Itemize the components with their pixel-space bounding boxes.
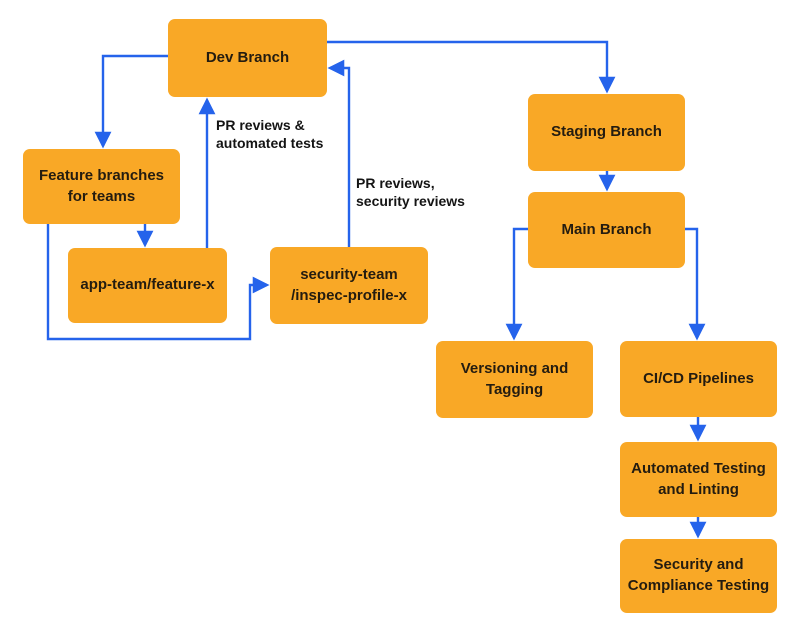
node-app-team-feature-x-label: app-team/feature-x — [80, 276, 215, 294]
node-security-compliance-testing-label: Security and Compliance Testing — [627, 556, 770, 594]
node-versioning-tagging-label: Versioning and Tagging — [460, 359, 569, 398]
node-security-team-inspec-profile-x-label: security-team /inspec-profile-x — [291, 265, 407, 304]
edge-dev-to-feature-arrow — [94, 54, 168, 149]
edge-security-to-dev-arrow — [327, 59, 351, 247]
node-security-compliance-testing: Security and Compliance Testing — [620, 539, 777, 613]
node-automated-testing-linting: Automated Testing and Linting — [620, 442, 777, 517]
node-dev-branch-label: Dev Branch — [205, 48, 290, 66]
node-dev-branch: Dev Branch — [168, 19, 327, 97]
node-versioning-tagging: Versioning and Tagging — [436, 341, 593, 418]
node-security-team-inspec-profile-x: security-team /inspec-profile-x — [270, 247, 428, 324]
node-automated-testing-linting-label: Automated Testing and Linting — [631, 459, 766, 498]
edge-label-pr-reviews-automated-tests: PR reviews & automated tests — [216, 117, 324, 152]
edge-feature-to-security-arrow — [46, 224, 270, 341]
node-cicd-pipelines-label: CI/CD Pipelines — [643, 369, 754, 387]
edge-dev-to-staging-arrow — [327, 40, 616, 94]
edge-main-to-versioning-arrow — [505, 227, 528, 341]
edge-label-pr-reviews-security-reviews: PR reviews, security reviews — [356, 175, 465, 210]
node-staging-branch-label: Staging Branch — [551, 123, 662, 141]
node-feature-branches-label: Feature branches for teams — [38, 166, 165, 205]
node-staging-branch: Staging Branch — [528, 94, 685, 171]
node-cicd-pipelines: CI/CD Pipelines — [620, 341, 777, 417]
node-main-branch-label: Main Branch — [561, 220, 652, 238]
node-feature-branches: Feature branches for teams — [23, 149, 180, 224]
node-main-branch: Main Branch — [528, 192, 685, 268]
edge-main-to-cicd-arrow — [685, 227, 706, 341]
node-app-team-feature-x: app-team/feature-x — [68, 248, 227, 323]
